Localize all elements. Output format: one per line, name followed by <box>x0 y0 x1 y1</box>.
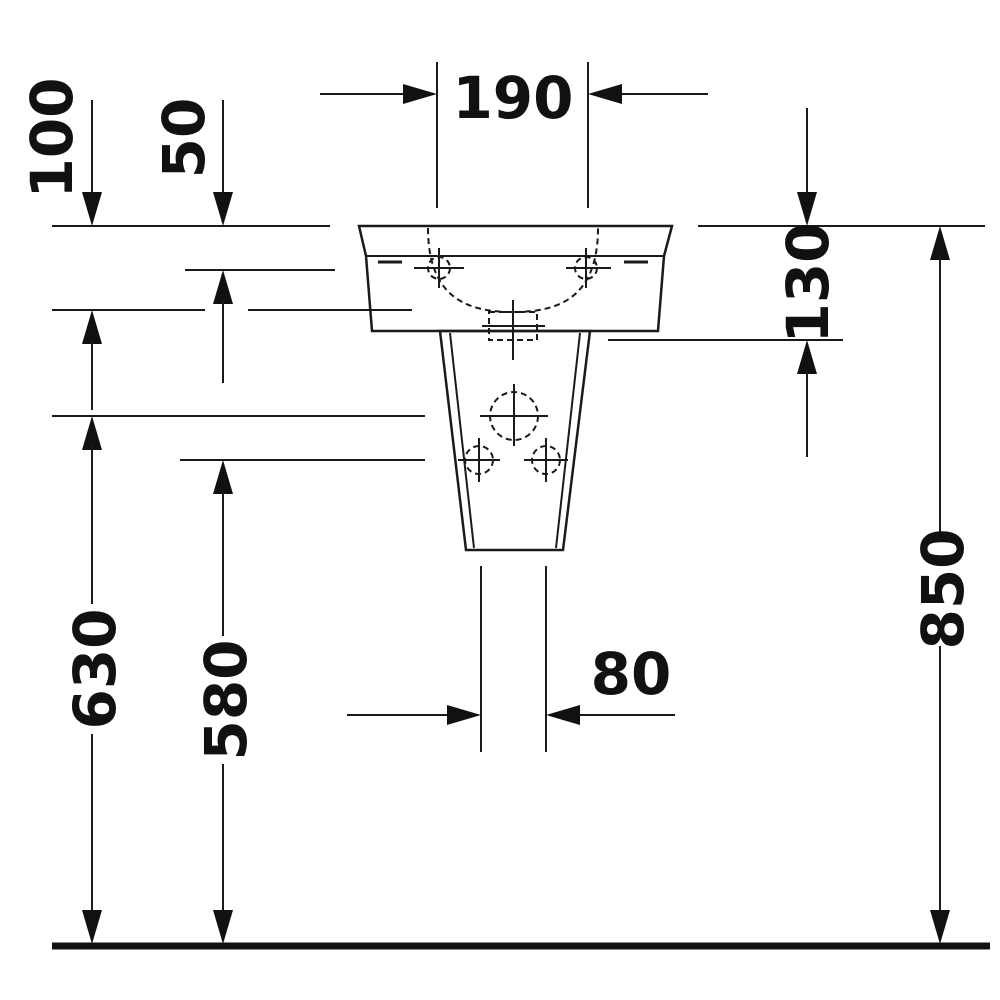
arrow-130-up <box>797 340 817 374</box>
arrow-630-up <box>82 416 102 450</box>
dim-label-190: 190 <box>452 64 573 132</box>
arrow-130-down <box>797 192 817 226</box>
pedestal-edge-left <box>449 332 475 549</box>
dim-label-130: 130 <box>774 222 842 343</box>
arrow-80-left <box>447 705 481 725</box>
arrow-100 <box>82 192 102 226</box>
basin-bowl-hidden <box>427 227 599 314</box>
arrow-850-down <box>930 910 950 944</box>
arrow-630-bowl-up <box>82 310 102 344</box>
tap-hole-left <box>414 248 464 288</box>
arrow-80-right <box>546 705 580 725</box>
pedestal-edge-right <box>555 332 581 549</box>
arrow-850-up <box>930 226 950 260</box>
waste-connection-main <box>480 384 548 446</box>
basin-outline <box>357 224 674 333</box>
dim-label-80: 80 <box>591 640 672 708</box>
arrow-630-down <box>82 910 102 944</box>
dim-label-630: 630 <box>61 608 129 729</box>
pedestal <box>438 329 592 552</box>
dim-label-850: 850 <box>909 528 977 649</box>
dim-label-100: 100 <box>18 77 86 198</box>
tap-hole-right <box>566 248 611 288</box>
pedestal-outline <box>438 329 592 552</box>
arrow-190-right <box>588 84 622 104</box>
supply-connection-right <box>524 438 568 482</box>
arrow-50-down <box>213 192 233 226</box>
arrow-580-down <box>213 910 233 944</box>
dim-label-50: 50 <box>150 98 218 179</box>
supply-connection-left <box>458 438 500 482</box>
arrow-190-left <box>403 84 437 104</box>
arrow-580-up <box>213 460 233 494</box>
dim-label-580: 580 <box>192 639 260 760</box>
arrow-50-up <box>213 270 233 304</box>
